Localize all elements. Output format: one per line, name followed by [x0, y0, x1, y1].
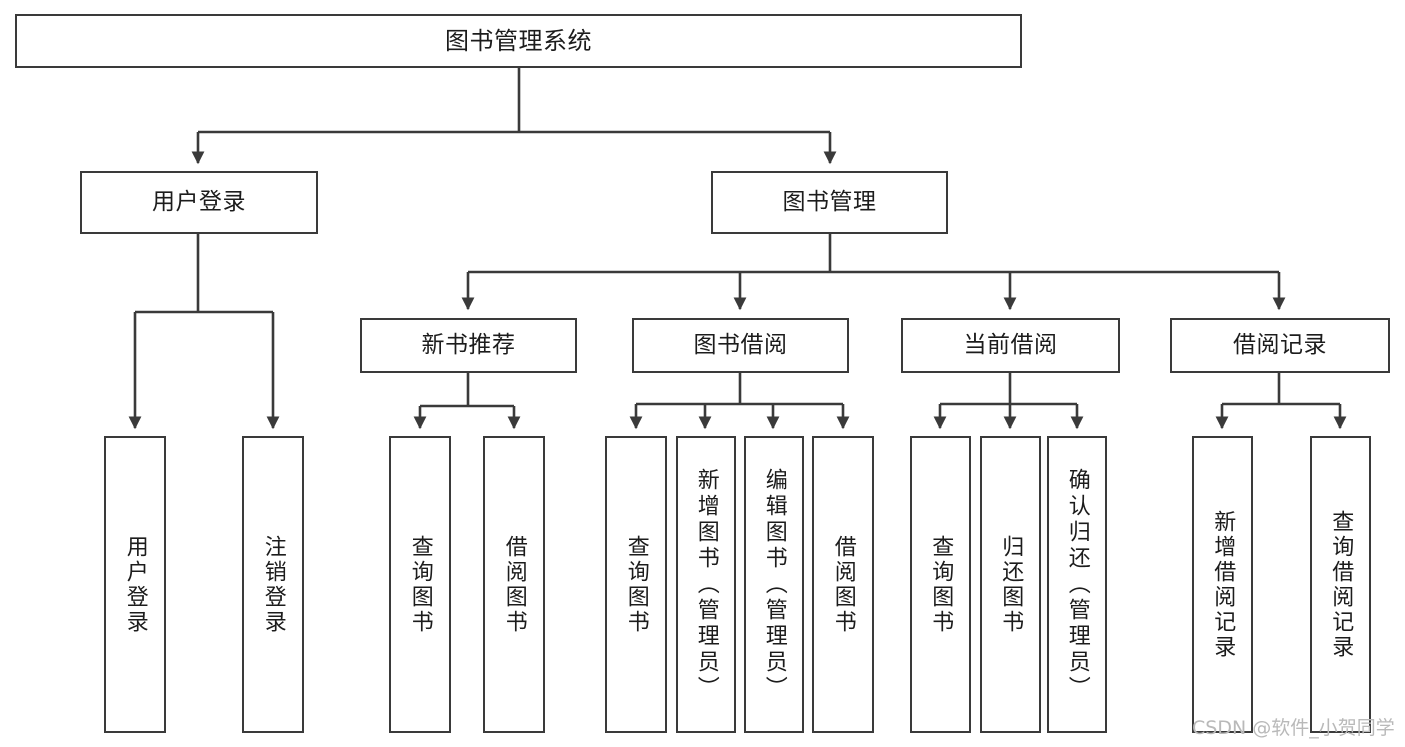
leaf-query-book-borrow[interactable]: 查询图书	[605, 436, 667, 733]
leaf-user-login[interactable]: 用户登录	[104, 436, 166, 733]
node-label: 当前借阅	[963, 331, 1058, 358]
leaf-query-book-current[interactable]: 查询图书	[910, 436, 971, 733]
node-new-book-recommend[interactable]: 新书推荐	[360, 318, 577, 373]
node-label: 注销登录	[260, 534, 286, 635]
leaf-return-book[interactable]: 归还图书	[980, 436, 1041, 733]
leaf-add-book-admin[interactable]: 新增图书（管理员）	[676, 436, 736, 733]
node-label: 图书管理	[782, 188, 877, 215]
node-label: 归还图书	[998, 534, 1024, 635]
node-label: 查询图书	[623, 534, 649, 635]
leaf-logout[interactable]: 注销登录	[242, 436, 304, 733]
node-label: 新书推荐	[421, 331, 516, 358]
node-label: 借阅图书	[501, 534, 527, 635]
node-book-management[interactable]: 图书管理	[711, 171, 948, 234]
node-label: 查询图书	[928, 534, 954, 635]
node-label: 新增借阅记录	[1210, 509, 1236, 660]
leaf-add-borrow-record[interactable]: 新增借阅记录	[1192, 436, 1253, 733]
node-label: 确认归还（管理员）	[1064, 467, 1090, 702]
node-borrow-records[interactable]: 借阅记录	[1170, 318, 1390, 373]
node-label: 新增图书（管理员）	[693, 467, 719, 702]
node-label: 图书借阅	[693, 331, 788, 358]
node-label: 借阅图书	[830, 534, 856, 635]
leaf-edit-book-admin[interactable]: 编辑图书（管理员）	[744, 436, 804, 733]
leaf-borrow-book[interactable]: 借阅图书	[812, 436, 874, 733]
node-label: 图书管理系统	[445, 26, 592, 55]
node-current-borrow[interactable]: 当前借阅	[901, 318, 1120, 373]
node-root-system[interactable]: 图书管理系统	[15, 14, 1022, 68]
node-label: 编辑图书（管理员）	[761, 467, 787, 702]
watermark-text: CSDN @软件_小贺同学	[1192, 717, 1395, 739]
node-label: 用户登录	[122, 534, 148, 635]
node-label: 查询图书	[407, 534, 433, 635]
node-label: 借阅记录	[1233, 331, 1327, 358]
leaf-query-book-recommend[interactable]: 查询图书	[389, 436, 451, 733]
node-book-borrow[interactable]: 图书借阅	[632, 318, 849, 373]
leaf-query-borrow-record[interactable]: 查询借阅记录	[1310, 436, 1371, 733]
leaf-confirm-return-admin[interactable]: 确认归还（管理员）	[1047, 436, 1107, 733]
node-label: 查询借阅记录	[1328, 509, 1354, 660]
leaf-borrow-book-recommend[interactable]: 借阅图书	[483, 436, 545, 733]
node-user-login[interactable]: 用户登录	[80, 171, 318, 234]
node-label: 用户登录	[152, 188, 246, 215]
